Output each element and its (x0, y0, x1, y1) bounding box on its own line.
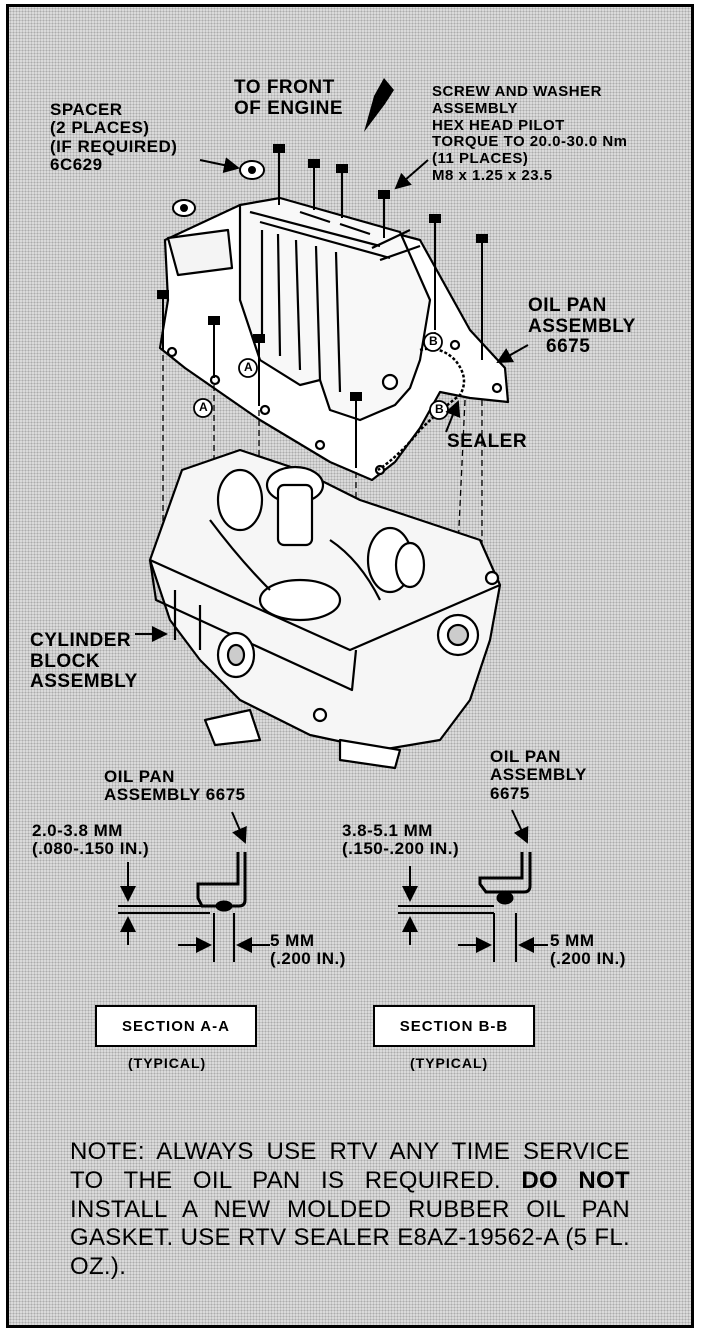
callout-circles (193, 332, 449, 420)
section-a-title: SECTION A-A (95, 1005, 257, 1047)
callout-b: B (429, 334, 439, 348)
section-a-drawing (118, 811, 270, 962)
note-emphasis: DO NOT (521, 1166, 630, 1194)
sealer-bead (377, 347, 466, 472)
section-b-typical: (TYPICAL) (410, 1055, 489, 1071)
section-b-drawing (398, 809, 548, 962)
oil-pan-drawing (158, 196, 510, 482)
cylinder-block-drawing (148, 448, 502, 770)
note-text-2: INSTALL A NEW MOLDED RUBBER OIL PAN GASK… (70, 1195, 630, 1281)
leader-lines (135, 157, 529, 642)
sealer-label: SEALER (447, 431, 528, 452)
section-b-width-label: 5 MM(.200 IN.) (550, 931, 626, 969)
section-b-gap-label: 3.8-5.1 MM(.150-.200 IN.) (342, 821, 460, 859)
front-direction-arrow (364, 78, 394, 132)
callout-a: A (199, 400, 209, 414)
pan-bolts (157, 144, 488, 468)
note-text-1: NOTE: ALWAYS USE RTV ANY TIME SERVICE TO… (70, 1138, 630, 1194)
spacer-label: SPACER(2 PLACES) (IF REQUIRED)6C629 (50, 100, 178, 175)
callout-b: B (435, 402, 445, 416)
callout-a: A (244, 360, 254, 374)
section-a-typical: (TYPICAL) (128, 1055, 207, 1071)
section-a-gap-label: 2.0-3.8 MM(.080-.150 IN.) (32, 821, 150, 859)
service-note: NOTE: ALWAYS USE RTV ANY TIME SERVICE TO… (70, 1138, 630, 1282)
spacer-drawing (172, 160, 265, 217)
section-a-width-label: 5 MM(.200 IN.) (270, 931, 346, 969)
section-b-title: SECTION B-B (373, 1005, 535, 1047)
